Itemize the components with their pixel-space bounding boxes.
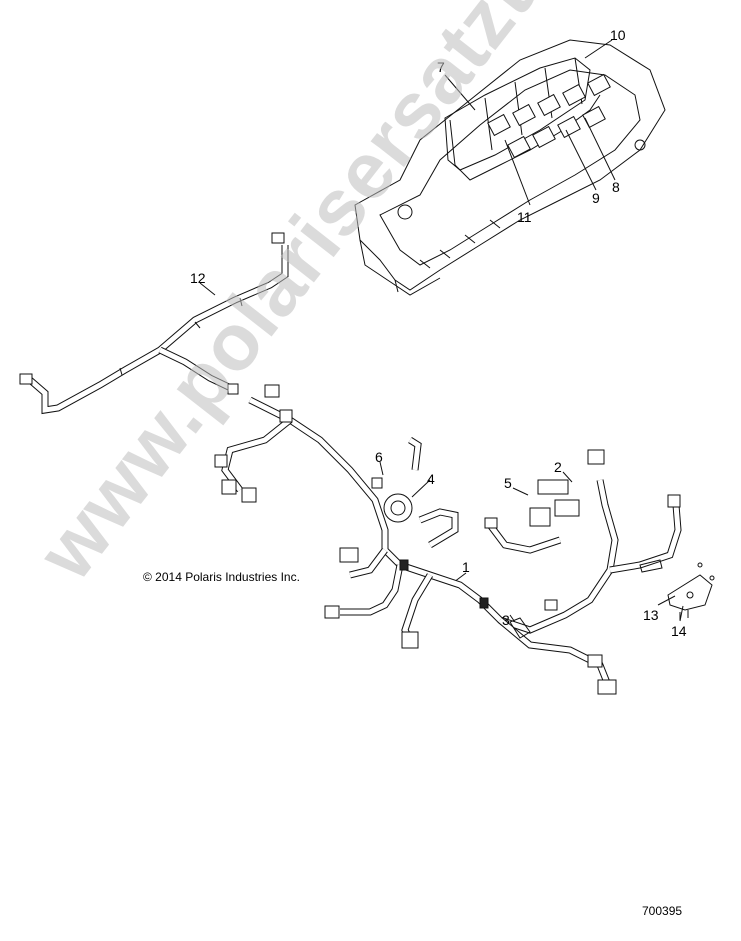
callout-12: 12	[190, 270, 206, 286]
copyright-text: © 2014 Polaris Industries Inc.	[143, 570, 300, 584]
document-number: 700395	[642, 904, 683, 918]
callout-8: 8	[612, 179, 620, 195]
callout-14: 14	[671, 623, 687, 639]
callout-11: 11	[517, 209, 532, 225]
leader-lines	[199, 39, 684, 626]
main-harness-1	[221, 396, 682, 692]
relay-row	[487, 73, 611, 159]
callout-9: 9	[592, 190, 600, 206]
callout-13: 13	[643, 607, 659, 623]
callout-7: 7	[437, 59, 445, 75]
callout-6: 6	[375, 449, 383, 465]
callout-3: 3	[502, 612, 510, 628]
callout-labels: 1 2 3 4 5 6 7 8 9 10 11 12 13 14	[190, 27, 687, 639]
callout-5: 5	[504, 475, 512, 491]
roof-harness-12	[19, 232, 289, 415]
bracket-13	[667, 562, 715, 620]
callout-4: 4	[427, 471, 435, 487]
harness-connectors	[214, 384, 681, 695]
callout-10: 10	[610, 27, 626, 43]
fuse-box-assembly	[354, 39, 666, 296]
callout-1: 1	[462, 559, 470, 575]
callout-2: 2	[554, 459, 562, 475]
